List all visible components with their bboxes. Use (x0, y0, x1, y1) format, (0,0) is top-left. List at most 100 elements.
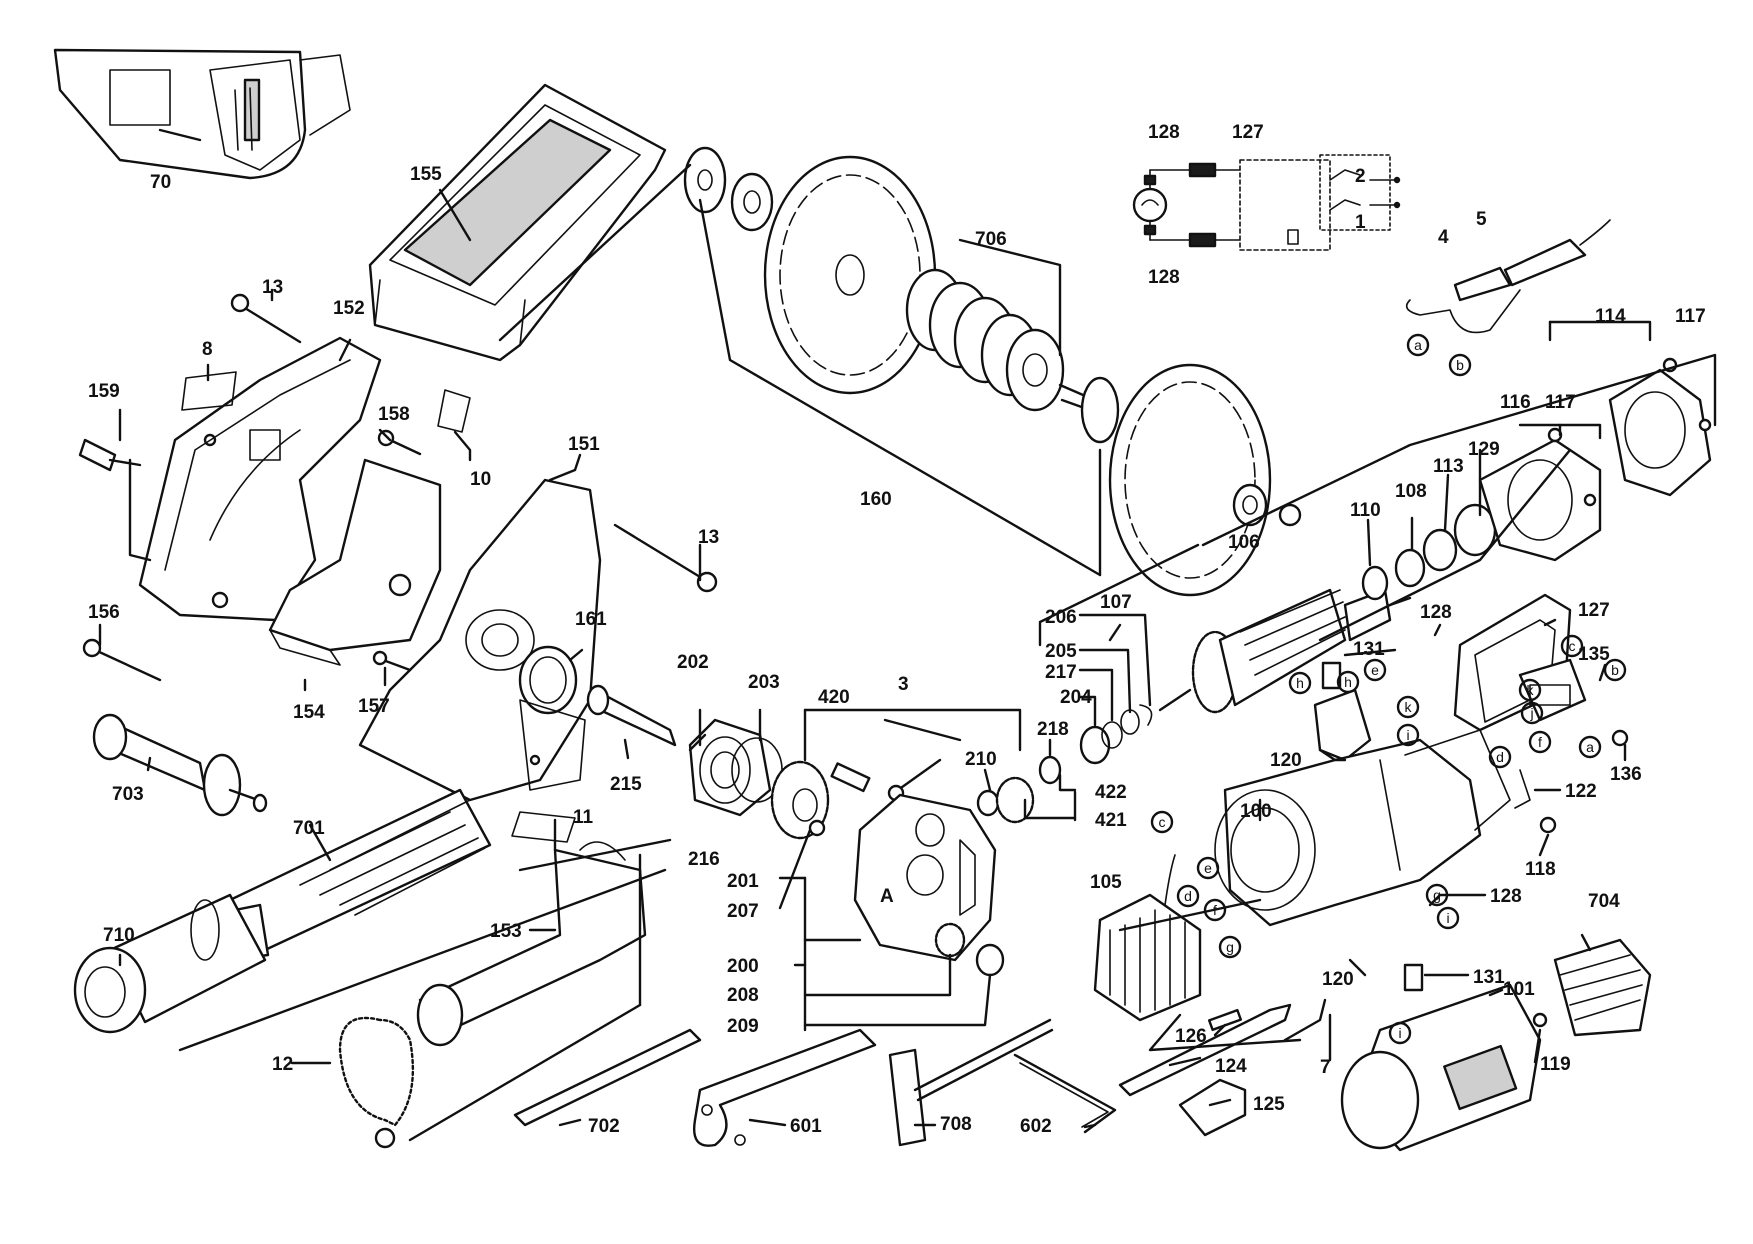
label-114: 114 (1595, 306, 1626, 327)
part-110-bearing (1361, 565, 1389, 601)
conn-d-1: d (1488, 745, 1512, 769)
conn-h-2: h (1336, 670, 1360, 694)
svg-text:x: x (1286, 508, 1294, 523)
part-200-gear-housing (853, 793, 997, 962)
x-marker-1: x (388, 573, 412, 597)
conn-e-2: e (1196, 856, 1220, 880)
label-129: 129 (1468, 439, 1500, 460)
screws-left-group (78, 293, 718, 682)
label-100: 100 (1240, 801, 1272, 822)
connection-letters: a b h h e c b k k j i d f a c e d f g g … (1150, 333, 1627, 1045)
svg-text:i: i (1446, 910, 1449, 926)
svg-text:h: h (1344, 674, 1352, 690)
label-128-bottom: 128 (1148, 267, 1180, 288)
part-100-motor-housing (1214, 729, 1511, 927)
label-420: 420 (818, 687, 850, 708)
part-4-5-power-cord (1405, 219, 1611, 334)
part-207-washer (808, 819, 826, 837)
part-108-bearing (1394, 548, 1426, 588)
svg-text:e: e (1204, 860, 1212, 876)
svg-text:k: k (1405, 699, 1413, 715)
part-105-field-coil (1093, 854, 1202, 1022)
label-151: 151 (568, 434, 600, 455)
label-208: 208 (727, 985, 759, 1006)
label-3: 3 (898, 674, 909, 695)
label-106: 106 (1228, 532, 1260, 553)
label-215: 215 (610, 774, 642, 795)
part-205-ring (1120, 709, 1140, 735)
callout-lines (98, 128, 1717, 1142)
part-12-clamp-band (338, 1016, 415, 1149)
part-601-spanner (693, 1028, 877, 1147)
part-8-decal (181, 371, 237, 411)
conn-k-1: k (1396, 695, 1420, 719)
label-421: 421 (1095, 810, 1127, 831)
label-7: 7 (1320, 1057, 1331, 1078)
svg-text:d: d (1184, 888, 1192, 904)
label-117-right: 117 (1675, 306, 1706, 327)
label-119: 119 (1540, 1054, 1571, 1075)
label-101: 101 (1503, 979, 1535, 1000)
label-4: 4 (1438, 227, 1449, 248)
part-710-adapter (73, 893, 267, 1034)
part-136-screw (1611, 729, 1629, 747)
part-70-carrying-case (53, 48, 351, 180)
label-12: 12 (272, 1054, 293, 1075)
svg-text:g: g (1226, 939, 1234, 955)
part-flange-washer (683, 146, 774, 232)
part-113-bearing (1422, 528, 1458, 572)
svg-text:d: d (1496, 749, 1504, 765)
part-160-blade-1 (763, 155, 937, 395)
label-710: 710 (103, 925, 135, 946)
label-127-top: 127 (1232, 122, 1264, 143)
part-10-decal (437, 389, 471, 433)
svg-text:j: j (1529, 705, 1533, 721)
label-116: 116 (1500, 392, 1531, 413)
x-marker-2: x (1278, 503, 1302, 527)
label-153: 153 (490, 921, 522, 942)
part-206-circlip (1139, 704, 1153, 726)
label-601: 601 (790, 1116, 822, 1137)
label-127-right: 127 (1578, 600, 1610, 621)
part-155-hood-cover (368, 83, 667, 362)
conn-f-1: f (1528, 730, 1552, 754)
part-161-ring (518, 645, 578, 715)
part-701-hose (223, 788, 492, 962)
part-122-clip (1514, 769, 1531, 809)
part-11-decal (511, 811, 576, 843)
part-201-gear (770, 760, 830, 840)
schematic-label-1: 1 (1355, 212, 1366, 233)
label-200: 200 (727, 956, 759, 977)
label-152: 152 (333, 298, 365, 319)
part-218-ring (1038, 755, 1062, 785)
part-pin (830, 762, 871, 793)
label-126: 126 (1175, 1026, 1207, 1047)
part-126-spring (1207, 1008, 1243, 1032)
part-3-screw (896, 758, 942, 792)
label-701: 701 (293, 818, 325, 839)
label-70: 70 (150, 172, 171, 193)
label-201: 201 (727, 871, 759, 892)
label-216: 216 (688, 849, 720, 870)
svg-text:h: h (1296, 675, 1304, 691)
part-154-guard-flap (268, 458, 442, 666)
part-153-connector (416, 841, 647, 1047)
label-205: 205 (1045, 641, 1077, 662)
label-110: 110 (1350, 500, 1381, 521)
part-119-screw (1532, 1012, 1548, 1028)
conn-c-1: c (1560, 634, 1584, 658)
part-131-brush-bottom (1403, 963, 1424, 992)
conn-a-top: a (1406, 333, 1430, 357)
label-207: 207 (727, 901, 759, 922)
part-215-spindle (586, 684, 677, 747)
svg-text:f: f (1538, 734, 1542, 750)
label-108: 108 (1395, 481, 1427, 502)
label-703: 703 (112, 784, 144, 805)
label-136: 136 (1610, 764, 1642, 785)
label-702: 702 (588, 1116, 620, 1137)
conn-d-2: d (1176, 884, 1200, 908)
part-702-flat-bar (513, 1028, 702, 1127)
schematic-label-2: 2 (1355, 166, 1366, 187)
label-107: 107 (1100, 592, 1132, 613)
label-128-mid: 128 (1420, 602, 1452, 623)
